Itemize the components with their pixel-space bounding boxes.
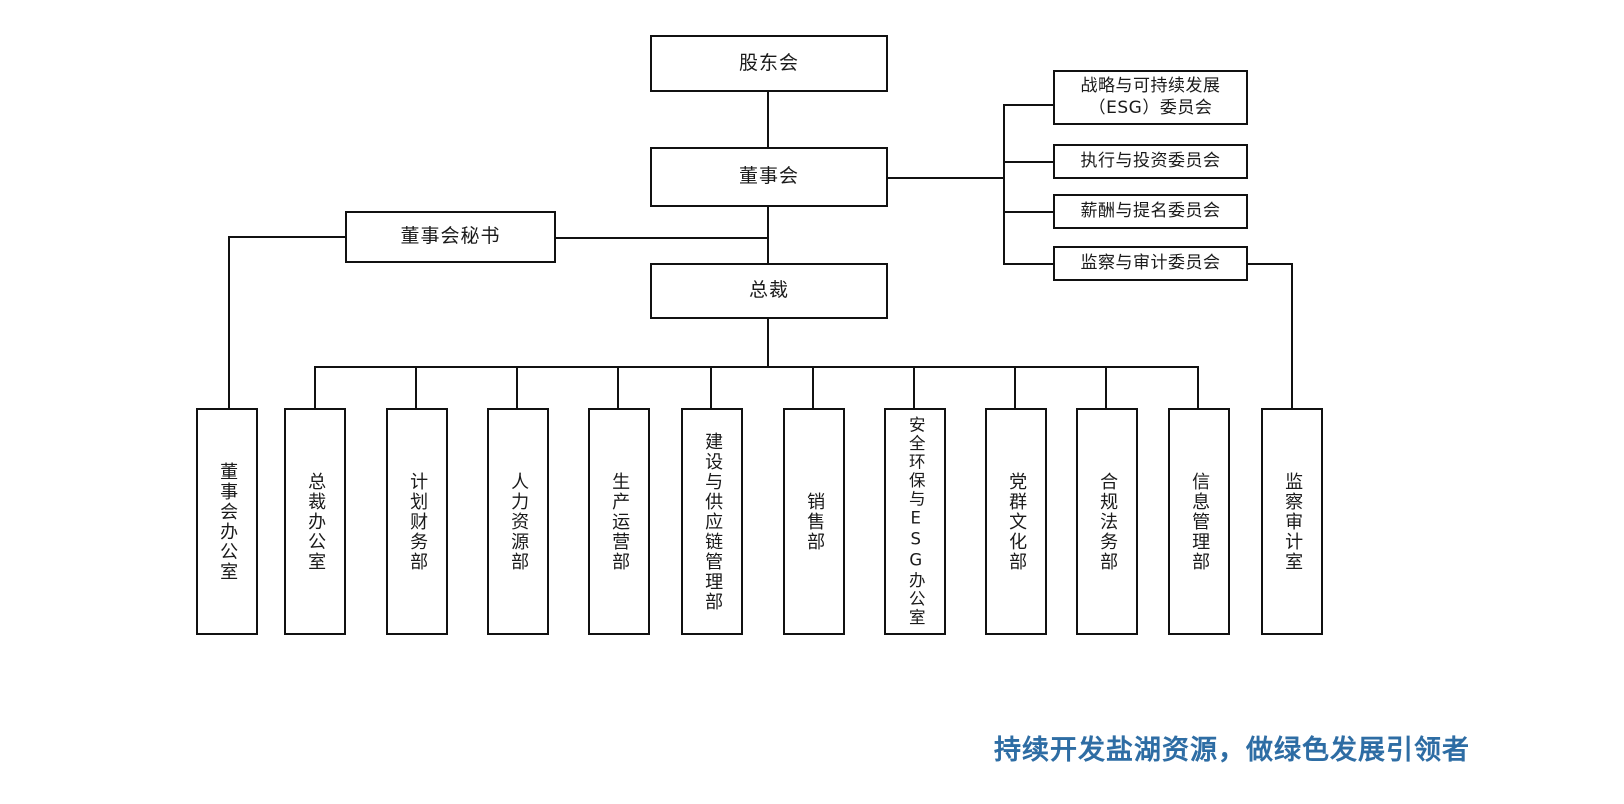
node-committee-comp-nomination-label: 薪酬与提名委员会	[1080, 200, 1221, 221]
node-shareholders-label: 股东会	[738, 51, 799, 74]
connector-dept-drop-4	[516, 366, 518, 408]
connector-dept-drop-6	[710, 366, 712, 408]
node-dept-safety-esg-office[interactable]: 安全环保与ESG办公室	[884, 408, 946, 635]
node-president-label: 总裁	[748, 279, 789, 302]
connector-dept-drop-2	[314, 366, 316, 408]
node-shareholders[interactable]: 股东会	[650, 35, 888, 92]
connector-dept-drop-10	[1105, 366, 1107, 408]
connector-shareholders-board	[767, 92, 769, 147]
node-dept-board-office[interactable]: 董事会办公室	[196, 408, 258, 635]
connector-committee-3	[1003, 211, 1053, 213]
node-dept-information-mgmt[interactable]: 信息管理部	[1168, 408, 1230, 635]
connector-committee-vertical-bus	[1003, 104, 1005, 265]
connector-department-bus	[314, 366, 1198, 368]
connector-dept-drop-11	[1197, 366, 1199, 408]
node-dept-compliance-legal[interactable]: 合规法务部	[1076, 408, 1138, 635]
company-slogan: 持续开发盐湖资源，做绿色发展引领者	[994, 735, 1470, 766]
connector-dept-drop-9	[1014, 366, 1016, 408]
connector-board-committee-bus	[888, 177, 1005, 179]
node-dept-party-culture[interactable]: 党群文化部	[985, 408, 1047, 635]
node-committee-comp-nomination[interactable]: 薪酬与提名委员会	[1053, 194, 1248, 229]
node-dept-construction-supply[interactable]: 建设与供应链管理部	[681, 408, 743, 635]
node-dept-planning-finance-label: 计划财务部	[407, 471, 429, 572]
connector-audit-committee-down	[1291, 263, 1293, 409]
node-dept-president-office-label: 总裁办公室	[305, 471, 327, 572]
connector-audit-committee-right	[1248, 263, 1293, 265]
node-dept-production-ops[interactable]: 生产运营部	[588, 408, 650, 635]
node-dept-human-resources-label: 人力资源部	[508, 471, 530, 572]
node-president[interactable]: 总裁	[650, 263, 888, 319]
node-dept-human-resources[interactable]: 人力资源部	[487, 408, 549, 635]
node-board-secretary[interactable]: 董事会秘书	[345, 211, 556, 263]
node-dept-information-mgmt-label: 信息管理部	[1189, 471, 1211, 572]
node-dept-board-office-label: 董事会办公室	[217, 461, 239, 582]
node-dept-sales-label: 销售部	[804, 491, 826, 552]
connector-dept-drop-8	[913, 366, 915, 408]
node-dept-construction-supply-label: 建设与供应链管理部	[702, 431, 724, 612]
node-committee-supervision-audit[interactable]: 监察与审计委员会	[1053, 246, 1248, 281]
node-committee-exec-invest[interactable]: 执行与投资委员会	[1053, 144, 1248, 179]
connector-committee-2	[1003, 161, 1053, 163]
connector-dept-drop-5	[617, 366, 619, 408]
node-dept-supervision-audit-office-label: 监察审计室	[1282, 471, 1304, 572]
connector-board-president	[767, 207, 769, 263]
node-dept-compliance-legal-label: 合规法务部	[1097, 471, 1119, 572]
node-committee-supervision-audit-label: 监察与审计委员会	[1080, 252, 1221, 273]
node-dept-party-culture-label: 党群文化部	[1006, 471, 1028, 572]
node-board-secretary-label: 董事会秘书	[400, 225, 501, 248]
node-committee-esg-label: 战略与可持续发展 （ESG）委员会	[1080, 76, 1221, 118]
node-committee-esg[interactable]: 战略与可持续发展 （ESG）委员会	[1053, 70, 1248, 125]
connector-dept-drop-7	[812, 366, 814, 408]
node-dept-president-office[interactable]: 总裁办公室	[284, 408, 346, 635]
connector-secretary-left	[228, 236, 346, 238]
node-dept-supervision-audit-office[interactable]: 监察审计室	[1261, 408, 1323, 635]
node-dept-planning-finance[interactable]: 计划财务部	[386, 408, 448, 635]
node-board-label: 董事会	[738, 165, 799, 188]
node-dept-production-ops-label: 生产运营部	[609, 471, 631, 572]
connector-secretary-trunk	[556, 237, 768, 239]
node-board[interactable]: 董事会	[650, 147, 888, 207]
connector-committee-1	[1003, 104, 1053, 106]
node-dept-sales[interactable]: 销售部	[783, 408, 845, 635]
connector-dept-drop-3	[415, 366, 417, 408]
node-dept-safety-esg-office-label: 安全环保与ESG办公室	[906, 416, 926, 627]
connector-president-down	[767, 319, 769, 367]
connector-secretary-down-board-office	[228, 236, 230, 408]
connector-committee-4	[1003, 263, 1053, 265]
node-committee-exec-invest-label: 执行与投资委员会	[1080, 150, 1221, 171]
